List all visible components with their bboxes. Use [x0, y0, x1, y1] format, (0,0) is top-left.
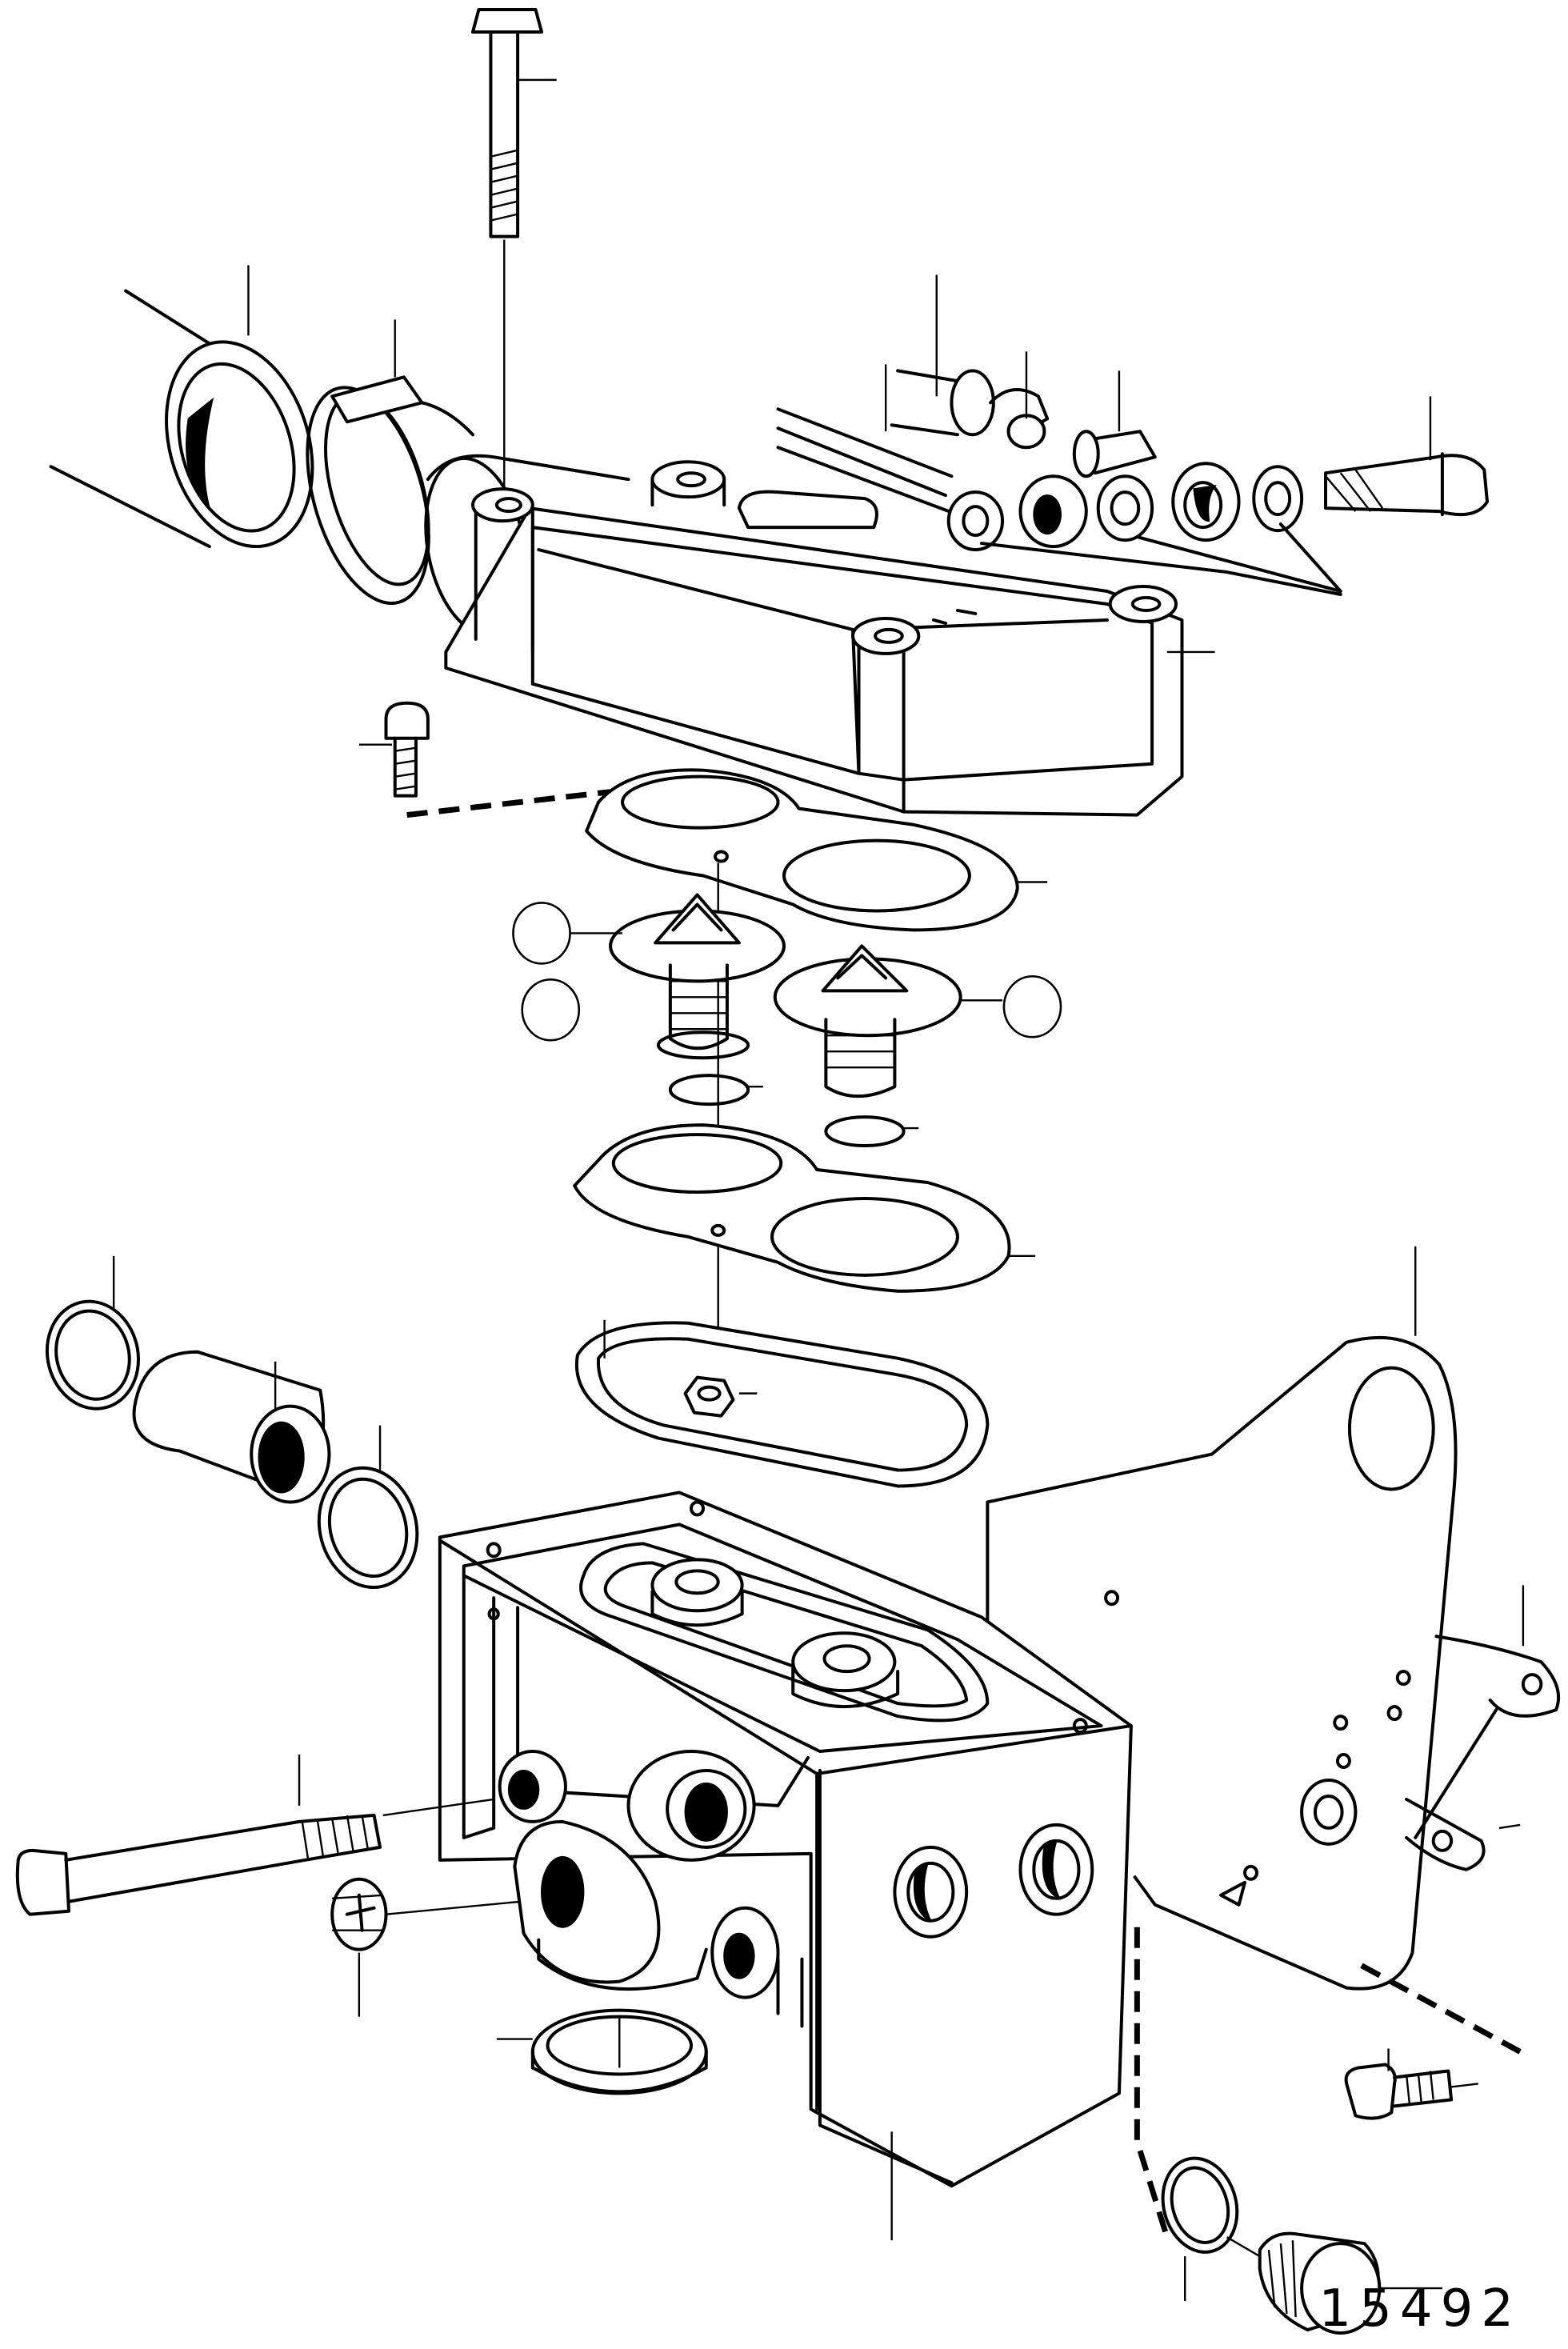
long-bolt-top: [473, 10, 542, 237]
thermostat-housing-base: [440, 1492, 1131, 2240]
upper-gasket: [586, 770, 1047, 930]
drawing-number: 15492: [1318, 2279, 1522, 2339]
thermostat-housing-cover: [411, 448, 1214, 814]
drain-plug: [1151, 2147, 1442, 2333]
thermostat-right: [775, 946, 1002, 1146]
base-seal-ring: [577, 1320, 987, 1487]
bypass-hose-right: [778, 275, 1487, 594]
thermostat-left: [569, 894, 784, 1104]
coolant-pipe-left: [51, 266, 338, 569]
plug-screw: [332, 1879, 521, 2017]
bracket-screw: [1346, 2049, 1478, 2119]
lower-gasket: [574, 1125, 1035, 1291]
long-bolt-side: [18, 1755, 494, 1915]
callout-circle: [522, 979, 579, 1040]
mounting-bracket: [987, 1247, 1558, 1989]
callout-circle: [513, 902, 570, 963]
callout-circle: [1004, 976, 1061, 1037]
cover-screw: [359, 703, 428, 796]
lower-seal-ring: [497, 2011, 706, 2094]
outlet-pipe-left: [33, 1256, 432, 1603]
dashed-assembly-line: [1137, 1927, 1166, 2237]
